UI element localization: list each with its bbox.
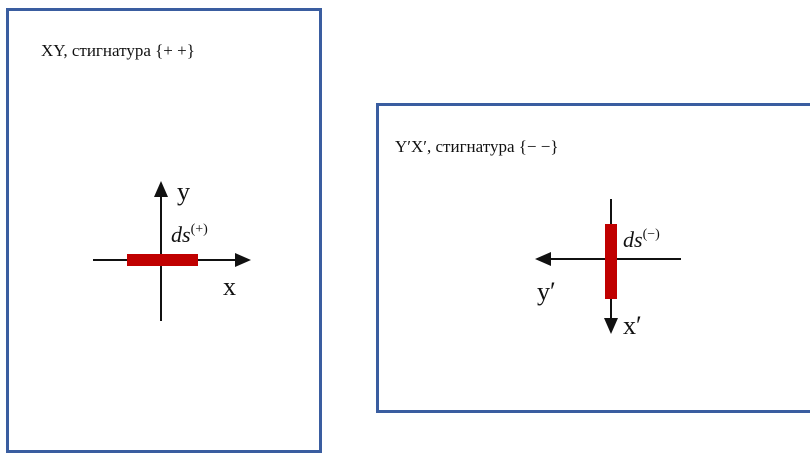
yx-prime-diagram: ds(−) y′ x′: [535, 199, 681, 340]
xy-diagram: y x ds(+): [93, 177, 251, 321]
x-prime-axis-label: x′: [623, 311, 642, 340]
ds-segment-negative: [605, 224, 617, 299]
x-axis-arrow-icon: [235, 253, 251, 267]
panel-yx-prime: Y′X′, стигнатура {− −} ds(−) y′ x′: [376, 103, 810, 413]
panel-xy-caption: XY, стигнатура {+ +}: [41, 41, 195, 60]
ds-label-base: ds: [171, 222, 191, 247]
ds-label-sup: (+): [191, 222, 209, 237]
panel-yx-prime-caption: Y′X′, стигнатура {− −}: [395, 137, 559, 156]
panel-xy: XY, стигнатура {+ +} y x ds(+): [6, 8, 322, 453]
x-prime-axis-arrow-icon: [604, 318, 618, 334]
ds-label-sup: (−): [643, 227, 661, 242]
y-prime-axis-label: y′: [537, 277, 556, 306]
ds-label-positive: ds(+): [171, 222, 208, 247]
ds-label-base: ds: [623, 227, 643, 252]
x-axis-label: x: [223, 272, 236, 301]
y-prime-axis-arrow-icon: [535, 252, 551, 266]
y-axis-label: y: [177, 177, 190, 206]
y-axis-arrow-icon: [154, 181, 168, 197]
ds-segment-positive: [127, 254, 198, 266]
ds-label-negative: ds(−): [623, 227, 660, 252]
